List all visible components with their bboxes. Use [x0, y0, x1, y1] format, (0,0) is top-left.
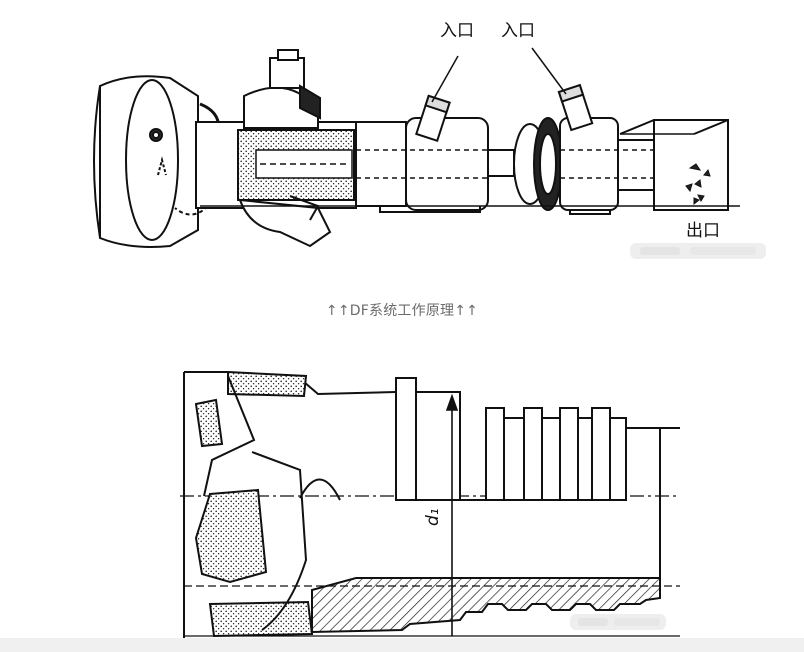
- watermark-2: [570, 614, 666, 630]
- outlet-label: 出口: [686, 221, 720, 241]
- cutting-inserts: [194, 370, 314, 638]
- figure-caption: ↑↑DF系统工作原理↑↑: [325, 303, 479, 319]
- page-bottom-bar: [0, 638, 804, 652]
- df-system-diagram: 入口 入口 出口: [93, 21, 766, 259]
- oil-feeder-1: [355, 94, 489, 213]
- inlet-2-leader: [531, 47, 567, 95]
- drill-head-section-diagram: d₁: [180, 370, 680, 638]
- connecting-shaft: [487, 149, 515, 177]
- chip-box: [619, 119, 729, 211]
- drill-bar: [195, 121, 357, 209]
- inlet-label-1: 入口: [440, 21, 474, 41]
- threaded-section: [311, 577, 661, 634]
- guide-steps: [395, 377, 627, 501]
- oil-feeder-2: [513, 83, 655, 215]
- dimension-d1: [445, 393, 459, 636]
- inlet-label-2: 入口: [501, 21, 535, 41]
- watermark: [630, 243, 766, 259]
- inlet-1-leader: [431, 55, 459, 103]
- dimension-label-d1: d₁: [423, 508, 443, 526]
